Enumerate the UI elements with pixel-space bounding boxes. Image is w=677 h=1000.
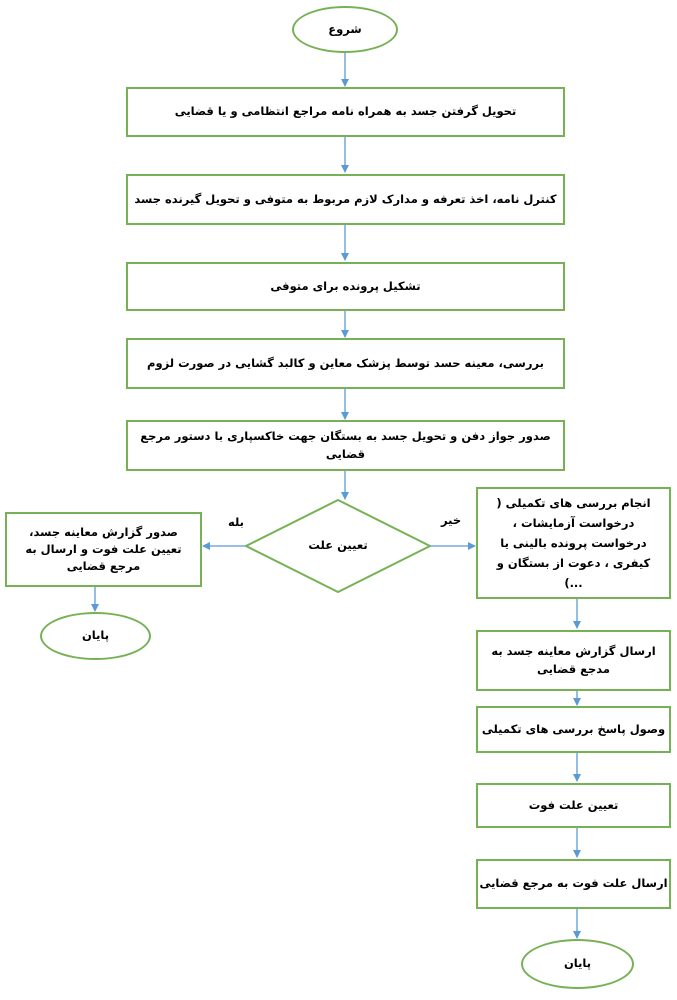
examine-body-step: بررسی، معینه حسد توسط پزشک معاین و کالبد… (126, 338, 565, 389)
end-left-label: پایان (81, 628, 110, 643)
check-letter-step: کنترل نامه، اخذ تعرفه و مدارک لازم مربوط… (126, 174, 565, 225)
further-tests-step: انجام بررسی های تکمیلی ( درخواست آزمایشا… (476, 487, 671, 599)
create-file-label: تشکیل پرونده برای متوفی (270, 278, 421, 293)
receive-results-step: وصول پاسخ بررسی های تکمیلی (476, 706, 671, 753)
start-node: شروع (292, 6, 398, 53)
end-left-node: پایان (40, 612, 151, 660)
check-letter-label: کنترل نامه، اخذ تعرفه و مدارک لازم مربوط… (134, 191, 557, 206)
examine-body-label: بررسی، معینه حسد توسط پزشک معاین و کالبد… (147, 355, 544, 370)
determine-cause-label: تعیین علت فوت (528, 797, 619, 812)
decision-diamond (243, 498, 433, 594)
start-label: شروع (328, 21, 362, 36)
receive-body-step: تحویل گرفتن جسد به همراه نامه مراجع انتظ… (126, 87, 565, 137)
decision-label: تعیین علت (308, 538, 368, 553)
determine-cause-step: تعیین علت فوت (476, 783, 671, 828)
further-tests-label: انجام بررسی های تکمیلی ( درخواست آزمایشا… (496, 495, 651, 591)
send-cause-label: ارسال علت فوت به مرجع قضایی (479, 876, 668, 891)
no-edge-label: خیر (441, 513, 462, 527)
issue-burial-label: صدور جواز دفن و تحویل جسد به بستگان جهت … (140, 429, 551, 461)
issue-burial-step: صدور جواز دفن و تحویل جسد به بستگان جهت … (126, 420, 565, 471)
report-left-step: صدور گزارش معاینه جسد، تعیین علت فوت و ا… (5, 512, 202, 587)
send-report-label: ارسال گزارش معاینه جسد به مدجع قضایی (491, 644, 656, 676)
yes-edge-label: بله (228, 515, 244, 529)
end-right-node: پایان (521, 939, 634, 989)
create-file-step: تشکیل پرونده برای متوفی (126, 262, 565, 311)
receive-body-label: تحویل گرفتن جسد به همراه نامه مراجع انتظ… (174, 104, 517, 119)
send-cause-step: ارسال علت فوت به مرجع قضایی (476, 859, 671, 909)
receive-results-label: وصول پاسخ بررسی های تکمیلی (481, 721, 666, 736)
decision-node: تعیین علت (276, 530, 400, 562)
report-left-label: صدور گزارش معاینه جسد، تعیین علت فوت و ا… (25, 524, 182, 574)
send-report-step: ارسال گزارش معاینه جسد به مدجع قضایی (476, 630, 671, 691)
end-right-label: پایان (563, 956, 592, 971)
